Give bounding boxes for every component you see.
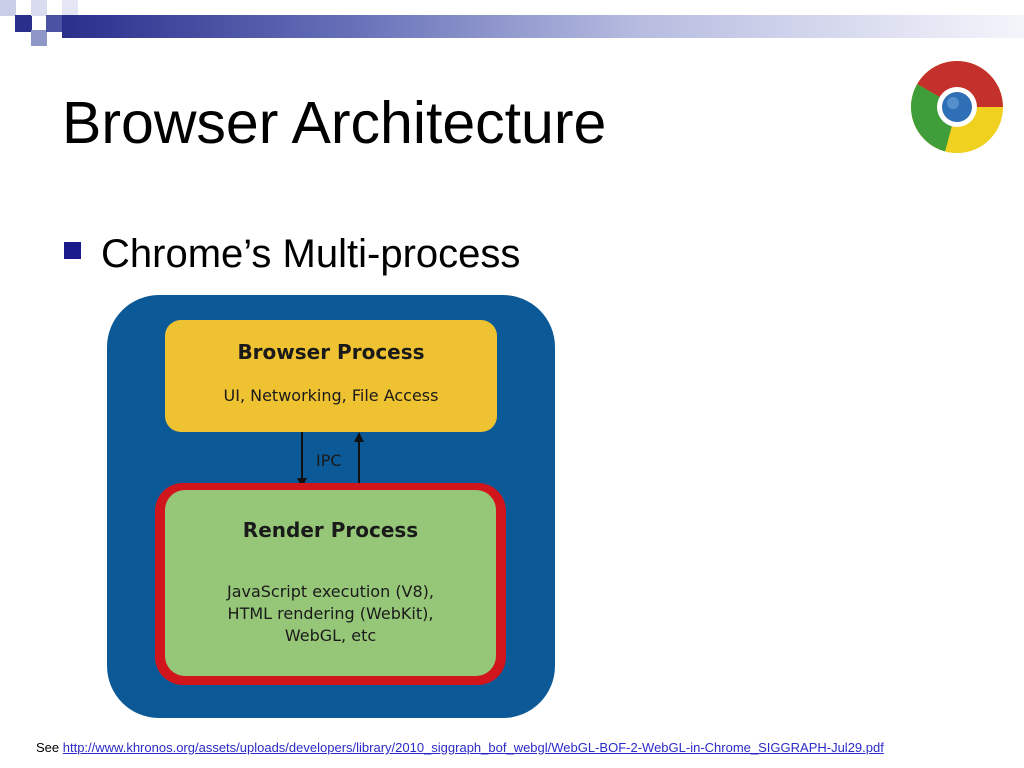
bullet-square-icon — [64, 242, 81, 259]
header-square — [15, 15, 32, 32]
slide-title: Browser Architecture — [62, 90, 607, 156]
browser-process-subtitle: UI, Networking, File Access — [223, 386, 439, 405]
ipc-label: IPC — [316, 451, 342, 470]
source-link[interactable]: http://www.khronos.org/assets/uploads/de… — [62, 740, 884, 755]
bullet-item: Chrome’s Multi-process — [64, 234, 520, 274]
chrome-logo-icon — [911, 61, 1003, 153]
header-gradient-band — [62, 15, 1024, 38]
bullet-text: Chrome’s Multi-process — [101, 232, 521, 276]
render-process-line: HTML rendering (WebKit), — [227, 604, 434, 623]
browser-process-box: Browser Process UI, Networking, File Acc… — [165, 320, 497, 432]
render-process-box: Render Process JavaScript execution (V8)… — [165, 490, 496, 676]
header-square — [0, 0, 16, 16]
header-square — [31, 0, 47, 16]
render-process-description: JavaScript execution (V8), HTML renderin… — [165, 581, 496, 647]
render-process-line: JavaScript execution (V8), — [226, 582, 435, 601]
source-footnote: See http://www.khronos.org/assets/upload… — [36, 740, 884, 755]
render-process-title: Render Process — [242, 518, 419, 542]
header-square — [31, 30, 47, 46]
footnote-prefix: See — [36, 740, 63, 755]
render-process-line: WebGL, etc — [284, 626, 377, 645]
ipc-arrows-icon — [297, 432, 364, 488]
browser-process-title: Browser Process — [237, 340, 425, 364]
header-square — [46, 15, 63, 32]
decorative-header — [0, 0, 1024, 46]
header-square — [62, 0, 78, 16]
